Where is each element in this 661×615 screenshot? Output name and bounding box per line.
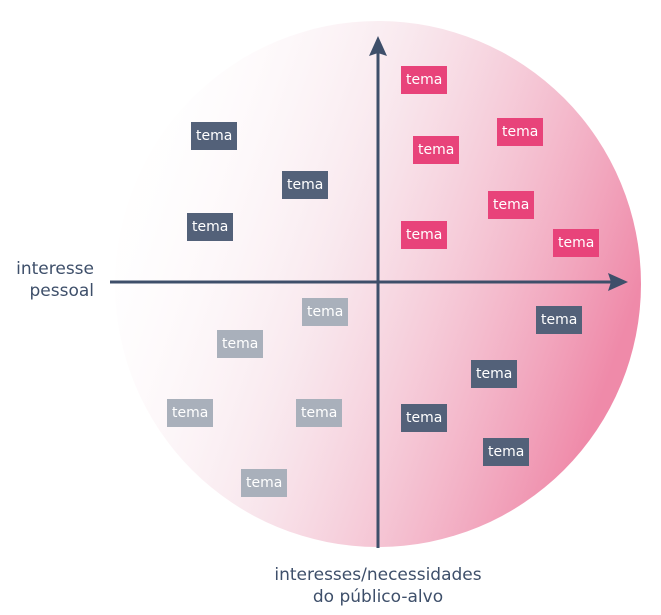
x-axis-label: interesse pessoal [0, 258, 94, 302]
topic-tag: tema [217, 330, 264, 358]
topic-tag: tema [401, 66, 448, 94]
topic-tag: tema [553, 229, 600, 257]
y-axis-label-line-1: interesses/necessidades [274, 565, 482, 585]
topic-tag: tema [413, 136, 460, 164]
topic-tag: tema [302, 298, 349, 326]
topic-tag: tema [167, 399, 214, 427]
y-axis-label-line-2: do público-alvo [312, 587, 444, 607]
x-axis-label-line-2: pessoal [29, 281, 94, 301]
topic-tag: tema [471, 360, 518, 388]
topic-tag: tema [191, 122, 238, 150]
topic-tag: tema [401, 404, 448, 432]
topic-tag: tema [536, 306, 583, 334]
x-axis-label-line-1: interesse [16, 259, 94, 279]
topic-tag: tema [488, 191, 535, 219]
topic-tag: tema [241, 469, 288, 497]
y-axis-arrowhead [369, 36, 387, 56]
x-axis-arrowhead [608, 273, 628, 291]
topic-tag: tema [483, 438, 530, 466]
topic-tag: tema [296, 399, 343, 427]
y-axis-label: interesses/necessidades do público-alvo [258, 564, 498, 608]
topic-tag: tema [187, 213, 234, 241]
topic-tag: tema [282, 171, 329, 199]
topic-tag: tema [497, 118, 544, 146]
topic-tag: tema [401, 221, 448, 249]
